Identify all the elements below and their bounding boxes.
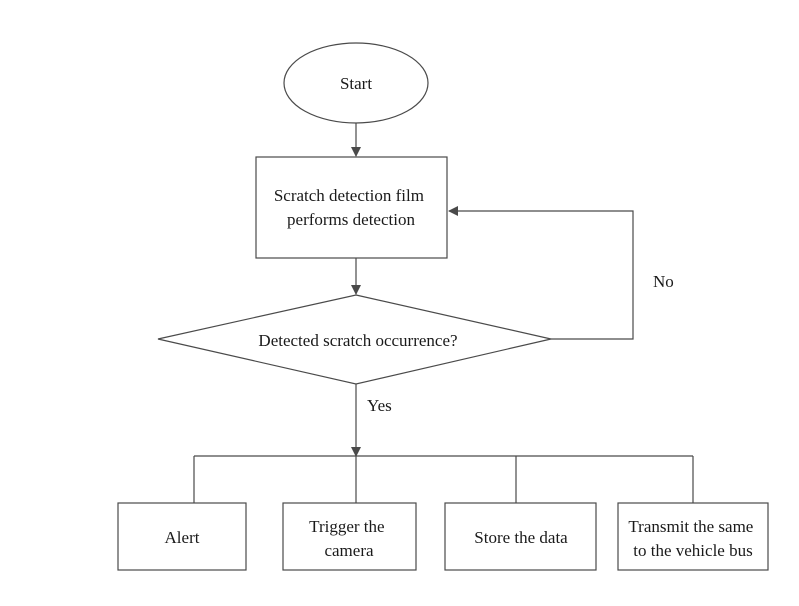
no-label: No	[653, 272, 674, 291]
transmit-label: Transmit the same to the vehicle bus	[628, 517, 757, 560]
store-data-box	[444, 502, 597, 571]
detection-process-box	[255, 156, 448, 259]
yes-label: Yes	[367, 396, 392, 415]
transmit-line-1: Transmit the same	[628, 517, 753, 536]
trigger-camera-box	[282, 502, 417, 571]
decision-label: Detected scratch occurrence?	[258, 331, 457, 350]
no-loop-arrow	[448, 206, 634, 340]
detection-process-line-2: performs detection	[287, 210, 415, 229]
trigger-camera-line-2: camera	[324, 541, 374, 560]
trigger-camera-line-1: Trigger the	[309, 517, 384, 536]
start-label: Start	[340, 74, 372, 93]
store-data-label: Store the data	[474, 528, 568, 547]
alert-box	[117, 502, 247, 571]
detection-process-line-1: Scratch detection film	[274, 186, 424, 205]
detection-process-label: Scratch detection film performs detectio…	[274, 186, 428, 229]
trigger-camera-label: Trigger the camera	[309, 517, 389, 560]
transmit-line-2: to the vehicle bus	[633, 541, 752, 560]
alert-label: Alert	[165, 528, 200, 547]
transmit-box	[617, 502, 769, 571]
